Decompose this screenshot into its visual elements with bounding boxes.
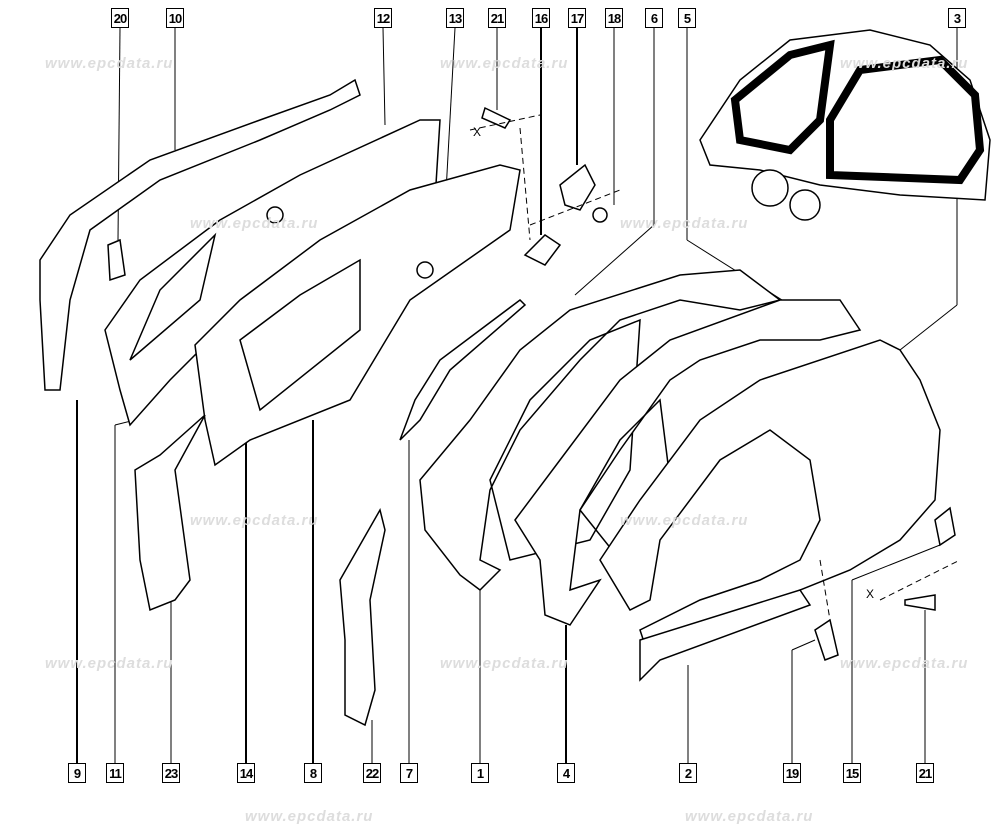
watermark: www.epcdata.ru	[840, 55, 969, 72]
callout-top[interactable]: 10	[166, 8, 184, 28]
watermark: www.epcdata.ru	[45, 55, 174, 72]
callout-top[interactable]: 13	[446, 8, 464, 28]
callout-top[interactable]: 21	[488, 8, 506, 28]
watermark: www.epcdata.ru	[620, 215, 749, 232]
callout-top[interactable]: 3	[948, 8, 966, 28]
axis-x-label: X	[473, 125, 482, 139]
callout-top[interactable]: 12	[374, 8, 392, 28]
callout-bottom[interactable]: 22	[363, 763, 381, 783]
watermark: www.epcdata.ru	[190, 215, 319, 232]
callout-bottom[interactable]: 9	[68, 763, 86, 783]
callout-top[interactable]: 17	[568, 8, 586, 28]
watermark: www.epcdata.ru	[685, 808, 814, 825]
callout-bottom[interactable]: 4	[557, 763, 575, 783]
callout-top[interactable]: 16	[532, 8, 550, 28]
callout-bottom[interactable]: 2	[679, 763, 697, 783]
watermark: www.epcdata.ru	[840, 655, 969, 672]
callout-bottom[interactable]: 23	[162, 763, 180, 783]
callout-bottom[interactable]: 21	[916, 763, 934, 783]
callout-top[interactable]: 18	[605, 8, 623, 28]
callout-bottom[interactable]: 15	[843, 763, 861, 783]
watermark: www.epcdata.ru	[245, 808, 374, 825]
callout-bottom[interactable]: 8	[304, 763, 322, 783]
axis-x-label: X	[866, 587, 875, 601]
callout-top[interactable]: 5	[678, 8, 696, 28]
callout-bottom[interactable]: 1	[471, 763, 489, 783]
callout-bottom[interactable]: 7	[400, 763, 418, 783]
watermark: www.epcdata.ru	[440, 655, 569, 672]
callout-top[interactable]: 20	[111, 8, 129, 28]
watermark: www.epcdata.ru	[45, 655, 174, 672]
callout-top[interactable]: 6	[645, 8, 663, 28]
callout-bottom[interactable]: 11	[106, 763, 124, 783]
watermark: www.epcdata.ru	[190, 512, 319, 529]
watermark: www.epcdata.ru	[620, 512, 749, 529]
callout-bottom[interactable]: 14	[237, 763, 255, 783]
watermark: www.epcdata.ru	[440, 55, 569, 72]
callout-bottom[interactable]: 19	[783, 763, 801, 783]
